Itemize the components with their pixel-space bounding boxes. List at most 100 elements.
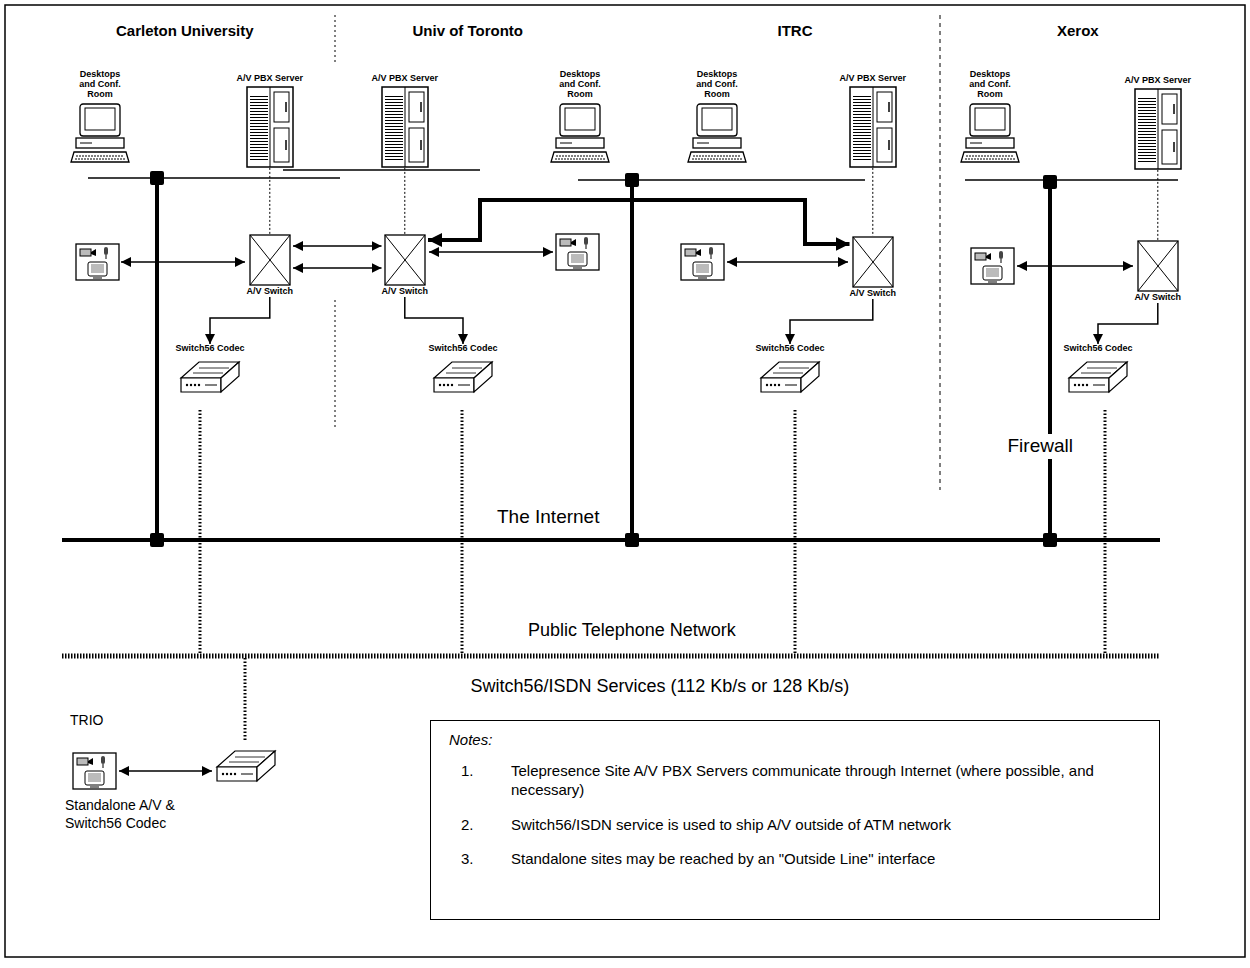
telephone-network-line: [62, 654, 1160, 659]
notes-heading: Notes:: [449, 731, 1141, 748]
drawing-part: [1104, 410, 1107, 654]
drawing-part: [965, 179, 1178, 181]
drawing-part: [88, 177, 340, 179]
drawing-part: [1017, 265, 1133, 267]
drawing-part: [121, 261, 245, 263]
drawing-part: [940, 15, 941, 490]
isdn-drops: [200, 410, 1105, 742]
node-label: A/V Switch: [382, 287, 429, 297]
av-switch-symbol: [852, 236, 894, 288]
server-cabinet: [381, 86, 429, 168]
diagram-label: ITRC: [778, 22, 813, 40]
drawing-part: [247, 87, 293, 167]
connector: [872, 168, 873, 236]
notes-box: Notes:1.Telepresence Site A/V PBX Server…: [430, 720, 1160, 920]
note-number: 3.: [461, 850, 511, 869]
codec-node: Switch56 Codec: [429, 344, 498, 400]
av-switch-symbol: [384, 234, 426, 286]
codec-modem: [432, 356, 494, 400]
diagram-label: Univ of Toronto: [413, 22, 524, 40]
drawing-part: [429, 251, 553, 253]
connector: [790, 299, 873, 344]
codec-modem: [1067, 356, 1129, 400]
codec-modem: [215, 745, 277, 789]
connector: [293, 246, 382, 268]
drawing-part: [850, 87, 896, 167]
connector-line: [293, 267, 382, 269]
diagram-label: TRIO: [70, 712, 103, 729]
desktop-computer: [687, 102, 747, 164]
drawing-part: [150, 171, 164, 185]
pbx-server-node: A/V PBX Server: [1125, 76, 1192, 170]
connector-line: [1157, 170, 1158, 240]
diagram-label: Carleton University: [116, 22, 254, 40]
drawing-part: [853, 237, 893, 287]
connector-line: [1098, 303, 1158, 344]
site-dividers: [335, 15, 940, 490]
node-label: Desktops and Conf. Room: [552, 70, 608, 100]
internet-links: [62, 178, 1160, 540]
desktop-computer: [550, 102, 610, 164]
connector: [1098, 303, 1158, 344]
diagram-label: The Internet: [497, 506, 599, 529]
drawing-part: [1138, 241, 1178, 291]
node-label: A/V PBX Server: [372, 74, 439, 84]
drawing-part: [150, 533, 164, 547]
junction-squares: [150, 171, 1057, 547]
node-label: A/V PBX Server: [237, 74, 304, 84]
connector-line: [293, 245, 382, 247]
drawing-part: [244, 658, 247, 742]
codec-modem: [759, 356, 821, 400]
connector-line: [269, 168, 270, 234]
desktop-computer: [70, 102, 130, 164]
drawing-part: [382, 87, 428, 167]
drawing-part: [1069, 362, 1127, 392]
drawing-part: [551, 104, 609, 162]
server-cabinet: [1134, 88, 1182, 170]
drawing-part: [73, 753, 116, 789]
drawing-part: [250, 235, 290, 285]
av-switch-symbol: [1137, 240, 1179, 292]
drawing-part: [181, 362, 239, 392]
drawing-part: [1043, 175, 1057, 189]
drawing-part: [961, 104, 1019, 162]
standalone-label: Standalone A/V & Switch56 Codec: [65, 797, 205, 832]
note-number: 2.: [461, 816, 511, 835]
av-switch-symbol: [249, 234, 291, 286]
page-frame: [5, 5, 1245, 957]
node-label: Switch56 Codec: [756, 344, 825, 354]
av-switch-node: A/V Switch: [850, 236, 897, 299]
drawing-part: [688, 104, 746, 162]
connector: [269, 168, 270, 234]
note-text: Standalone sites may be reached by an "O…: [511, 850, 1141, 869]
drawing-part: [385, 235, 425, 285]
av-terminal-arrows: [119, 252, 1133, 771]
diagram-label: Public Telephone Network: [528, 620, 736, 642]
drawing-part: [578, 179, 865, 181]
node-label: A/V PBX Server: [1125, 76, 1192, 86]
connector-line: [210, 297, 270, 344]
node-label: Switch56 Codec: [429, 344, 498, 354]
server-cabinet: [246, 86, 294, 168]
desktop-node: Desktops and Conf. Room: [70, 70, 130, 164]
connector: [405, 297, 463, 344]
note-text: Switch56/ISDN service is used to ship A/…: [511, 816, 1141, 835]
drawing-part: [556, 234, 599, 270]
pbx-server-node: A/V PBX Server: [840, 74, 907, 168]
connector: [1157, 170, 1158, 240]
node-label: Switch56 Codec: [1064, 344, 1133, 354]
drawing-part: [727, 261, 848, 263]
av-switch-node: A/V Switch: [382, 234, 429, 297]
av-switch-node: A/V Switch: [247, 234, 294, 297]
node-label: Switch56 Codec: [176, 344, 245, 354]
desktop-node: Desktops and Conf. Room: [550, 70, 610, 164]
desktop-node: Desktops and Conf. Room: [960, 70, 1020, 164]
codec-node: Switch56 Codec: [176, 344, 245, 400]
server-cabinet: [849, 86, 897, 168]
drawing-part: [461, 410, 464, 654]
av-switch-node: A/V Switch: [1135, 240, 1182, 303]
node-label: Desktops and Conf. Room: [689, 70, 745, 100]
drawing-part: [681, 244, 724, 280]
